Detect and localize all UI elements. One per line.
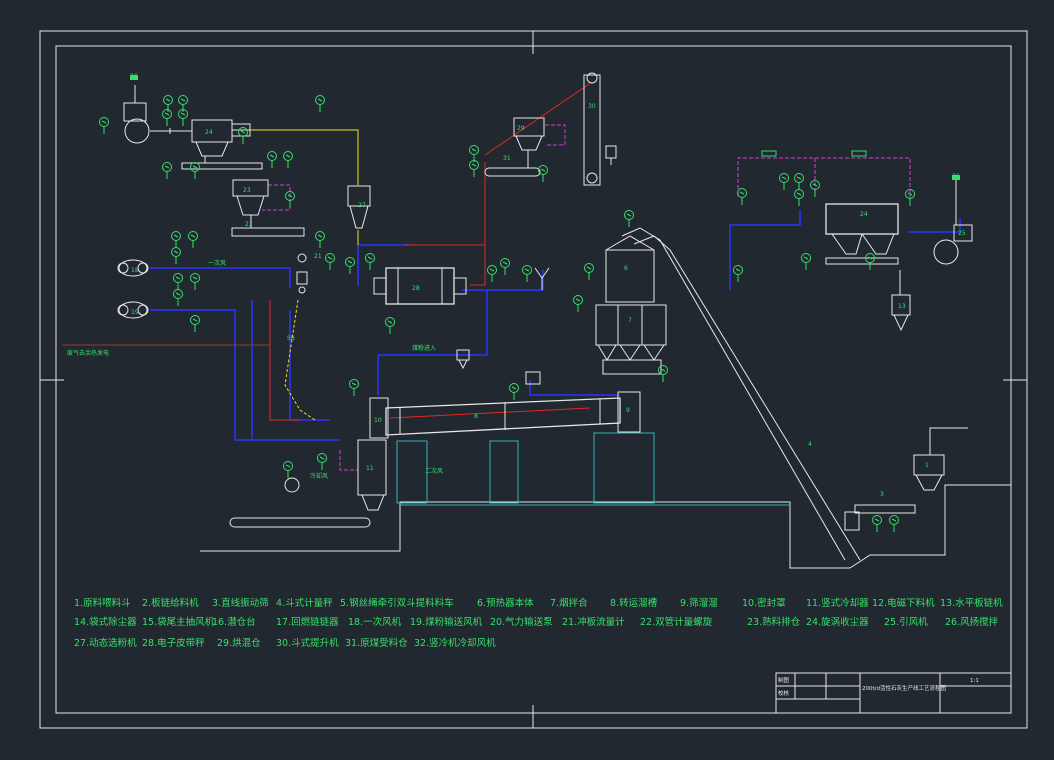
- fan-air-note: 二次风: [425, 467, 443, 475]
- svg-text:18: 18: [131, 267, 139, 274]
- right-dust-collector: [825, 175, 973, 332]
- legend-item: 19.煤粉输送风机: [410, 616, 483, 628]
- svg-text:24: 24: [205, 129, 213, 136]
- waste-gas-note: 废气去余热发电: [67, 349, 109, 357]
- svg-text:26: 26: [952, 173, 960, 180]
- equipment-legend: 1.原料喂料斗 2.板链给料机 3.直线振动筛 4.斗式计量秤 5.钢丝绳牵引双斗提料料…: [74, 597, 1003, 649]
- legend-item: 12.电磁下料机: [872, 597, 935, 609]
- air-note: 一次风: [208, 259, 226, 267]
- bucket-elevator: [484, 72, 617, 186]
- legend-item: 10.密封罩: [742, 597, 786, 609]
- legend-item: 5.钢丝绳牵引双斗提料料车: [340, 597, 454, 609]
- legend-item: 18.一次风机: [348, 616, 402, 628]
- svg-text:23: 23: [243, 187, 251, 194]
- legend-item: 3.直线振动筛: [212, 597, 269, 609]
- legend-item: 14.袋式除尘器: [74, 616, 137, 628]
- legend-item: 11.竖式冷却器: [806, 597, 869, 609]
- drawing-frame: [39, 30, 1028, 729]
- svg-text:24: 24: [860, 211, 868, 218]
- coal-hopper: [231, 179, 308, 294]
- legend-item: 6.预热器本体: [477, 597, 534, 609]
- svg-text:21: 21: [314, 253, 322, 260]
- svg-text:22: 22: [245, 221, 253, 228]
- legend-item: 27.动态选粉机: [74, 637, 137, 649]
- yellow-pipes: [249, 129, 359, 421]
- cyclone-separator: [347, 185, 371, 229]
- legend-item: 24.旋涡收尘器: [806, 616, 869, 628]
- legend-item: 4.斗式计量秤: [276, 597, 333, 609]
- top-left-fan: [123, 75, 192, 144]
- svg-text:30: 30: [588, 103, 596, 110]
- svg-text:27: 27: [358, 202, 366, 209]
- equipment-tags: 24 23 22 27 28 29 30 31 6 7 8 9 10 11 18…: [130, 73, 966, 498]
- ground-lines: [200, 432, 1011, 569]
- svg-text:SB: SB: [287, 335, 295, 342]
- coal-feed-note: 煤粉进入: [412, 344, 436, 352]
- svg-text:13: 13: [898, 303, 906, 310]
- dust-collector-top: [181, 119, 263, 170]
- svg-text:28: 28: [412, 285, 420, 292]
- svg-text:26: 26: [130, 73, 138, 80]
- svg-text:31: 31: [503, 155, 511, 162]
- legend-item: 16.潜仓台: [212, 616, 256, 628]
- cooler: [229, 439, 387, 528]
- svg-text:3: 3: [880, 491, 884, 498]
- legend-item: 26.风扬搅拌: [945, 616, 999, 628]
- annotations: 废气去余热发电 煤粉进入 一次风 二次风 冷却风: [67, 150, 867, 480]
- legend-item: 29.烘混仓: [217, 637, 261, 649]
- svg-text:11: 11: [366, 465, 374, 472]
- legend-item: 20.气力输送泵: [490, 616, 553, 628]
- svg-text:19: 19: [131, 309, 139, 316]
- svg-text:29: 29: [517, 125, 525, 132]
- svg-text:9: 9: [626, 407, 630, 414]
- legend-item: 1.原料喂料斗: [74, 597, 131, 609]
- legend-item: 2.板链给料机: [142, 597, 199, 609]
- svg-text:1: 1: [925, 462, 929, 469]
- legend-item: 7.烟拌合: [550, 597, 588, 609]
- title-row-2: 校核: [778, 689, 790, 697]
- svg-text:8: 8: [474, 413, 478, 420]
- svg-text:25: 25: [958, 230, 966, 237]
- red-pipes: [62, 81, 593, 421]
- feed-hopper: [844, 427, 968, 531]
- svg-text:6: 6: [624, 265, 628, 272]
- cooling-air-note: 冷却风: [310, 472, 328, 480]
- drawing-scale: 1:1: [970, 678, 979, 684]
- legend-item: 8.转运溜槽: [610, 597, 658, 609]
- legend-item: 22.双管计量螺旋: [640, 616, 713, 628]
- svg-text:10: 10: [374, 417, 382, 424]
- legend-item: 13.水平板链机: [940, 597, 1003, 609]
- legend-item: 25.引风机: [884, 616, 928, 628]
- legend-item: 15.袋尾主抽风机: [142, 616, 215, 628]
- legend-item: 28.电子皮带秤: [142, 637, 205, 649]
- svg-text:7: 7: [628, 317, 632, 324]
- ball-mill: [373, 267, 467, 305]
- blowers-left: [117, 259, 149, 319]
- svg-text:4: 4: [808, 441, 812, 448]
- legend-item: 31.原煤受料仓: [345, 637, 408, 649]
- rotary-kiln: [369, 391, 641, 439]
- air-inlet: [456, 267, 550, 385]
- drawing-title: 200t/d活性石灰生产线工艺流程图: [862, 684, 946, 692]
- legend-item: 17.回燃链链器: [276, 616, 339, 628]
- preheater-tower: [595, 227, 861, 561]
- legend-item: 21.冲板流量计: [562, 616, 625, 628]
- legend-item: 30.斗式提升机: [276, 637, 339, 649]
- title-block: 制图 校核 200t/d活性石灰生产线工艺流程图 1:1: [775, 672, 1012, 714]
- legend-item: 9.筛溜溜: [680, 597, 718, 609]
- legend-item: 23.熟料排仓: [747, 616, 801, 628]
- signal-lines: [262, 124, 911, 471]
- blue-pipes: [150, 210, 961, 441]
- title-row-1: 制图: [778, 676, 790, 684]
- legend-item: 32.竖冷机冷却风机: [414, 637, 496, 649]
